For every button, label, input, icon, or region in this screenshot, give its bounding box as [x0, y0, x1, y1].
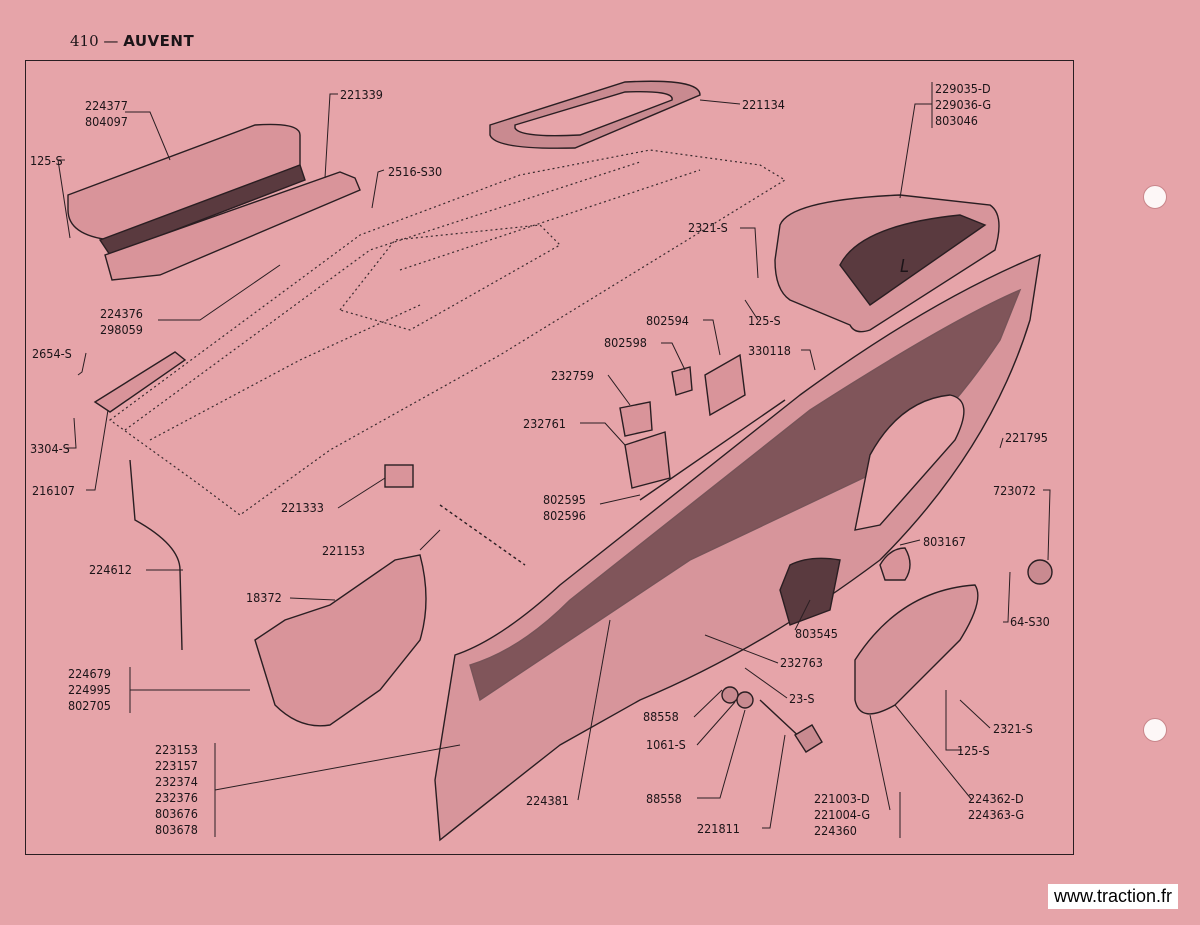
label-216107: 216107 [32, 483, 75, 498]
leader-lines [57, 93, 1051, 829]
label-224381: 224381 [526, 793, 569, 808]
label-221333: 221333 [281, 500, 324, 515]
label-224363-g: 224363-G [968, 807, 1024, 822]
label-803678: 803678 [155, 822, 198, 837]
part-labels: 224377 804097 221339 125-S 2516-S30 2211… [30, 81, 1050, 838]
label-224995: 224995 [68, 682, 111, 697]
page-header: 410 — AUVENT [70, 32, 194, 50]
label-232761: 232761 [523, 416, 566, 431]
label-803676: 803676 [155, 806, 198, 821]
header-separator: — [103, 32, 119, 50]
label-802595: 802595 [543, 492, 586, 507]
cowl-ventilator: L [774, 194, 1000, 333]
label-224362-d: 224362-D [968, 791, 1024, 806]
vent-frame [489, 80, 701, 149]
label-23-s: 23-S [789, 691, 815, 706]
label-125-s-c: 125-S [957, 743, 990, 758]
label-221811: 221811 [697, 821, 740, 836]
diagram-frame [25, 60, 1074, 855]
label-221004-g: 221004-G [814, 807, 870, 822]
label-88558-b: 88558 [646, 791, 682, 806]
label-1061-s: 1061-S [646, 737, 686, 752]
side-bracket [254, 554, 427, 727]
group-brackets [129, 82, 933, 838]
label-802594: 802594 [646, 313, 689, 328]
label-221339: 221339 [340, 87, 383, 102]
label-330118: 330118 [748, 343, 791, 358]
cowl-side-panel [434, 253, 1041, 842]
label-229036-g: 229036-G [935, 97, 991, 112]
label-221134: 221134 [742, 97, 785, 112]
website-watermark: www.traction.fr [1047, 884, 1178, 909]
label-224377: 224377 [85, 98, 128, 113]
label-802705: 802705 [68, 698, 111, 713]
label-125-s-a: 125-S [30, 153, 63, 168]
label-223153: 223153 [155, 742, 198, 757]
label-223157: 223157 [155, 758, 198, 773]
label-64-s30: 64-S30 [1010, 614, 1050, 629]
label-224679: 224679 [68, 666, 111, 681]
label-2516-s30: 2516-S30 [388, 164, 442, 179]
label-723072: 723072 [993, 483, 1036, 498]
label-232374: 232374 [155, 774, 198, 789]
label-298059: 298059 [100, 322, 143, 337]
vent-cover-lid [854, 584, 979, 715]
punch-hole-bottom [1143, 718, 1167, 742]
label-232376: 232376 [155, 790, 198, 805]
label-224360: 224360 [814, 823, 857, 838]
label-3304-s: 3304-S [30, 441, 70, 456]
label-803046: 803046 [935, 113, 978, 128]
label-802598: 802598 [604, 335, 647, 350]
label-802596: 802596 [543, 508, 586, 523]
label-803167: 803167 [923, 534, 966, 549]
label-803545: 803545 [795, 626, 838, 641]
label-125-s-b: 125-S [748, 313, 781, 328]
label-224612: 224612 [89, 562, 132, 577]
label-2654-s: 2654-S [32, 346, 72, 361]
label-88558-a: 88558 [643, 709, 679, 724]
dashboard-panel [108, 149, 787, 516]
label-2321-s-a: 2321-S [688, 220, 728, 235]
page-title: AUVENT [123, 32, 195, 50]
label-18372: 18372 [246, 590, 282, 605]
label-229035-d: 229035-D [935, 81, 991, 96]
small-hardware [93, 351, 1053, 753]
label-224376: 224376 [100, 306, 143, 321]
support-rod [129, 459, 183, 651]
label-2321-s-b: 2321-S [993, 721, 1033, 736]
dimension-L: L [900, 256, 909, 277]
label-232763: 232763 [780, 655, 823, 670]
label-804097: 804097 [85, 114, 128, 129]
label-221003-d: 221003-D [814, 791, 870, 806]
page-number: 410 [70, 32, 99, 50]
label-221795: 221795 [1005, 430, 1048, 445]
label-232759: 232759 [551, 368, 594, 383]
glove-box-lid [67, 123, 361, 281]
punch-hole-top [1143, 185, 1167, 209]
label-221153: 221153 [322, 543, 365, 558]
